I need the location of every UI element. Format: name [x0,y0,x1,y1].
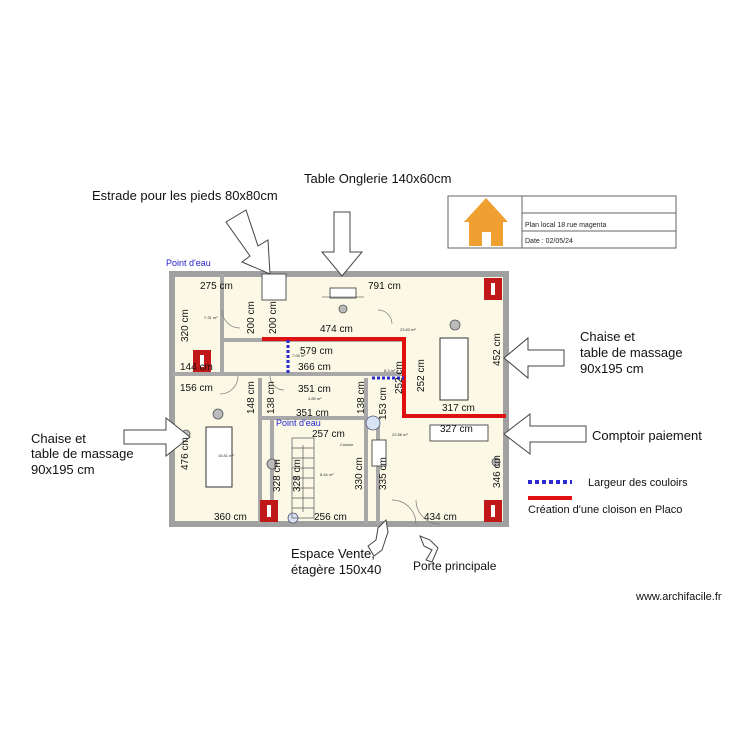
svg-text:15.81 m²: 15.81 m² [218,453,234,458]
svg-text:138 cm: 138 cm [266,381,277,414]
stool [338,304,348,314]
svg-text:étagère 150x40: étagère 150x40 [291,562,381,577]
svg-text:452 cm: 452 cm [492,333,503,366]
svg-text:252 cm: 252 cm [394,361,405,394]
svg-text:346 cm: 346 cm [492,455,503,488]
stool [212,408,224,420]
svg-text:138 cm: 138 cm [356,381,367,414]
svg-text:791 cm: 791 cm [368,281,401,292]
svg-text:Point d'eau: Point d'eau [276,418,321,428]
svg-text:23.83 m²: 23.83 m² [400,327,416,332]
stool [266,458,278,470]
svg-text:Comptoir paiement: Comptoir paiement [592,428,702,443]
corridor-widths [286,340,404,380]
svg-text:Table Onglerie 140x60cm: Table Onglerie 140x60cm [304,171,451,186]
svg-text:257 cm: 257 cm [312,429,345,440]
house-logo-icon [464,198,508,246]
svg-text:320 cm: 320 cm [180,309,191,342]
svg-text:7.06 m²: 7.06 m² [292,353,306,358]
annotations: Estrade pour les pieds 80x80cm Table Ong… [31,171,702,577]
svg-text:7.31 m²: 7.31 m² [204,315,218,320]
svg-text:Estrade pour les pieds 80x80cm: Estrade pour les pieds 80x80cm [92,188,278,203]
watermark: www.archifacile.fr [635,591,722,603]
svg-text:351 cm: 351 cm [296,408,329,419]
svg-text:Chaise et: Chaise et [580,329,635,344]
svg-text:90x195 cm: 90x195 cm [31,462,95,477]
dimension-labels: 275 cm 791 cm 320 cm 200 cm 200 cm 474 c… [180,281,503,523]
svg-text:Plan local 18 rue magenta: Plan local 18 rue magenta [525,222,606,229]
svg-text:Chaise et: Chaise et [31,431,86,446]
svg-text:330 cm: 330 cm [354,457,365,490]
outer-walls [169,271,509,527]
water-point-icon [365,415,381,431]
svg-text:366 cm: 366 cm [298,362,331,373]
svg-text:8.3 m²: 8.3 m² [384,368,396,373]
area-labels: 7.31 m² 23.83 m² 7.06 m² 4.85 m² 15.81 m… [204,315,416,477]
arrow-chaise-left [123,416,191,458]
svg-text:Cuisine: Cuisine [340,442,354,447]
svg-text:90x195 cm: 90x195 cm [580,361,644,376]
svg-text:4.85 m²: 4.85 m² [308,396,322,401]
svg-text:148 cm: 148 cm [246,381,257,414]
svg-text:351 cm: 351 cm [298,384,331,395]
svg-text:476 cm: 476 cm [180,437,191,470]
arrow-espace-vente [367,518,389,557]
svg-text:360 cm: 360 cm [214,512,247,523]
svg-text:474 cm: 474 cm [320,324,353,335]
svg-text:Création d'une cloison en Plac: Création d'une cloison en Placo [528,504,682,516]
svg-text:328 cm: 328 cm [272,459,283,492]
svg-text:Largeur des couloirs: Largeur des couloirs [588,477,688,489]
svg-text:327 cm: 327 cm [440,424,473,435]
svg-text:Point d'eau: Point d'eau [166,258,211,268]
svg-text:Date : 02/05/24: Date : 02/05/24 [525,238,573,245]
svg-text:153 cm: 153 cm [378,387,389,420]
arrows [123,209,587,563]
furniture [181,287,501,525]
svg-text:317 cm: 317 cm [442,403,475,414]
extinguisher-icon [193,350,211,372]
extinguisher-icon [484,278,502,300]
staircase [291,437,315,519]
arrow-comptoir [503,412,587,456]
massage-table-left [205,426,233,488]
svg-text:200 cm: 200 cm [246,301,257,334]
extinguisher-icon [260,500,278,522]
stool [449,319,461,331]
svg-text:256 cm: 256 cm [314,512,347,523]
svg-text:156 cm: 156 cm [180,383,213,394]
extinguishers [193,278,502,522]
onglerie-table [329,287,357,299]
svg-text:434 cm: 434 cm [424,512,457,523]
arrow-porte [419,535,439,563]
svg-text:200 cm: 200 cm [268,301,279,334]
svg-text:table de massage: table de massage [580,345,683,360]
title-block: Plan local 18 rue magenta Date : 02/05/2… [447,195,677,249]
extinguisher-icon [484,500,502,522]
svg-text:Espace Vente,: Espace Vente, [291,546,375,561]
arrow-estrade [225,209,271,275]
arrow-chaise-right [503,336,565,380]
svg-text:22.86 m²: 22.86 m² [392,432,408,437]
legend: Largeur des couloirs Création d'une cloi… [528,477,688,516]
svg-text:144 cm: 144 cm [180,362,213,373]
svg-text:579 cm: 579 cm [300,346,333,357]
svg-text:8.44 m²: 8.44 m² [320,472,334,477]
svg-text:275 cm: 275 cm [200,281,233,292]
arrow-table-onglerie [320,211,364,277]
svg-text:table de massage: table de massage [31,446,134,461]
massage-table-right [439,337,469,401]
svg-text:252 cm: 252 cm [416,359,427,392]
stool [491,457,501,467]
svg-text:Porte principale: Porte principale [413,559,497,573]
svg-text:328 cm: 328 cm [292,459,303,492]
svg-text:335 cm: 335 cm [378,457,389,490]
